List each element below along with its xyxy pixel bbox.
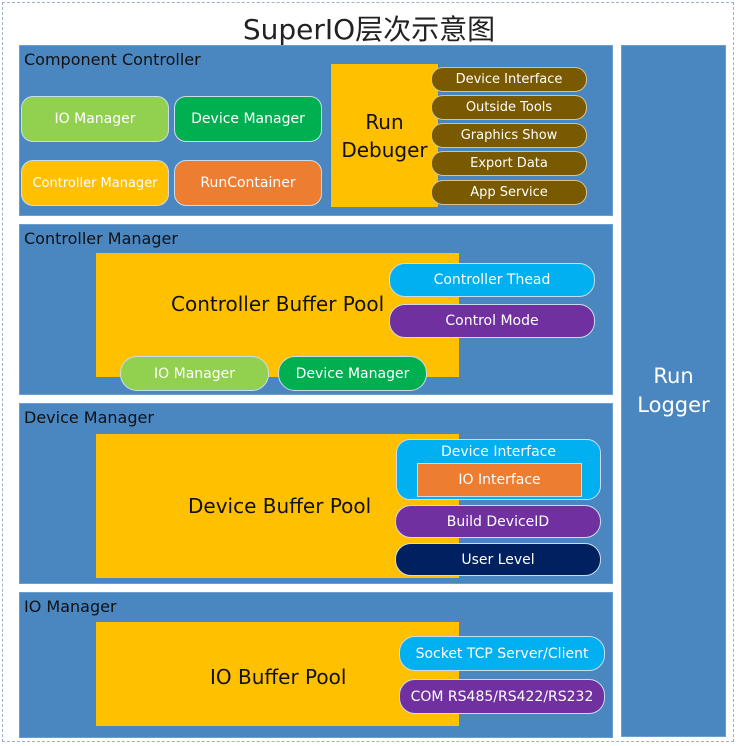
- device-interface-label: Device Interface: [440, 444, 556, 460]
- io-interface-label: IO Interface: [458, 472, 541, 488]
- controller-buffer-pool-label: Controller Buffer Pool: [171, 292, 385, 316]
- cm-io-manager: IO Manager: [120, 356, 269, 391]
- cc-controller-manager: Controller Manager: [21, 160, 169, 206]
- device-manager-title: Device Manager: [24, 408, 154, 427]
- debuger-item-outside-tools: Outside Tools: [431, 95, 587, 120]
- device-buffer-pool-label: Device Buffer Pool: [188, 494, 372, 518]
- cc-device-manager: Device Manager: [174, 96, 322, 142]
- com-serial: COM RS485/RS422/RS232: [399, 679, 605, 714]
- run-debuger-line2: Debuger: [341, 137, 428, 162]
- component-controller-panel: Component Controller IO Manager Device M…: [19, 45, 613, 216]
- debuger-item-export-data: Export Data: [431, 151, 587, 176]
- component-controller-title: Component Controller: [24, 50, 201, 69]
- io-interface: IO Interface: [417, 463, 582, 497]
- run-logger: Run Logger: [621, 45, 726, 737]
- build-device-id: Build DeviceID: [395, 505, 601, 538]
- run-logger-line2: Logger: [637, 393, 710, 417]
- cc-run-container: RunContainer: [174, 160, 322, 206]
- controller-manager-panel: Controller Manager Controller Buffer Poo…: [19, 224, 613, 395]
- user-level: User Level: [395, 543, 601, 576]
- io-manager-title: IO Manager: [24, 597, 117, 616]
- controller-manager-title: Controller Manager: [24, 229, 178, 248]
- debuger-item-app-service: App Service: [431, 180, 587, 205]
- controller-thead: Controller Thead: [389, 263, 595, 297]
- diagram-title: SuperIO层次示意图: [242, 13, 496, 46]
- debuger-item-graphics-show: Graphics Show: [431, 123, 587, 148]
- run-debuger-box: Run Debuger: [331, 64, 438, 207]
- run-logger-line1: Run: [653, 364, 694, 388]
- io-manager-panel: IO Manager IO Buffer Pool Socket TCP Ser…: [19, 592, 613, 738]
- cm-device-manager: Device Manager: [278, 356, 427, 391]
- io-buffer-pool-label: IO Buffer Pool: [210, 665, 347, 689]
- debuger-item-device-interface: Device Interface: [431, 67, 587, 92]
- run-debuger-line1: Run: [365, 109, 404, 134]
- device-manager-panel: Device Manager Device Buffer Pool Device…: [19, 403, 613, 584]
- control-mode: Control Mode: [389, 304, 595, 338]
- cc-io-manager: IO Manager: [21, 96, 169, 142]
- socket-tcp: Socket TCP Server/Client: [399, 636, 605, 671]
- io-buffer-pool: IO Buffer Pool: [96, 622, 459, 726]
